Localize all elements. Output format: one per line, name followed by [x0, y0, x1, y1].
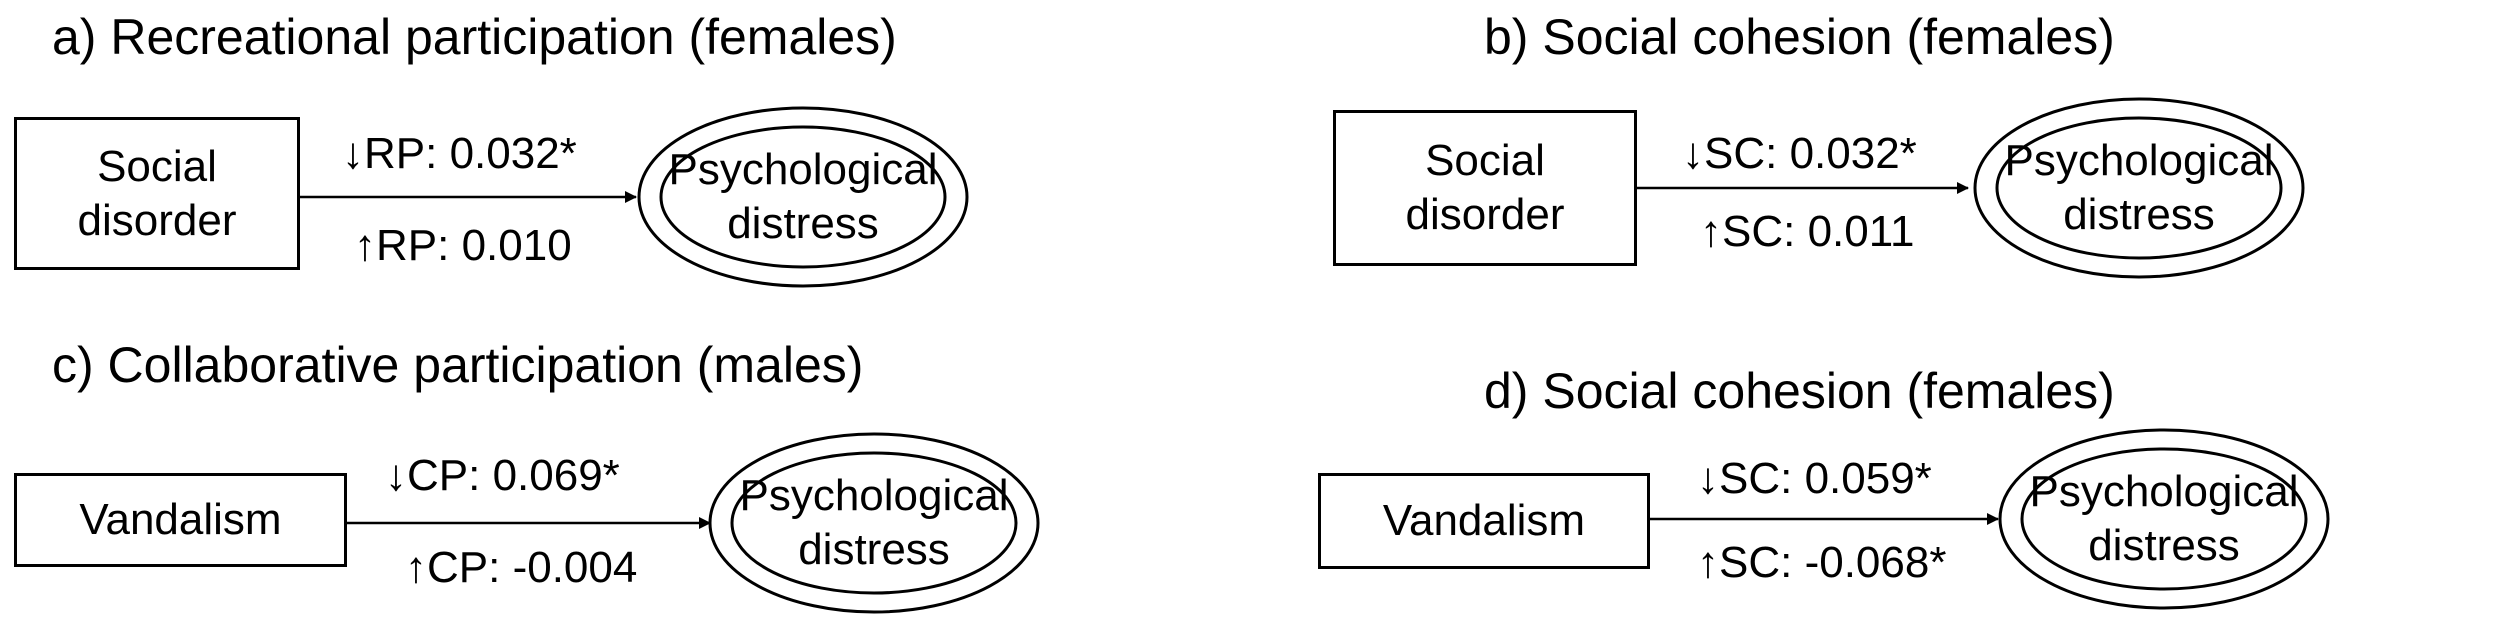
panel-c-outcome-inner-ellipse	[730, 451, 1018, 595]
panel-a-predictor-box: Social disorder	[14, 117, 300, 270]
panel-d-predictor-label: Vandalism	[1382, 496, 1586, 546]
panel-d-title: d) Social cohesion (females)	[1484, 363, 2115, 419]
panel-b-outcome-label: Psychological distress	[2004, 136, 2274, 239]
panel-a-label-top: ↓RP: 0.032*	[342, 129, 577, 178]
panel-c-predictor-box: Vandalism	[14, 473, 347, 567]
panel-d-outcome-label: Psychological distress	[2029, 467, 2299, 570]
panel-b-label-bottom: ↑SC: 0.011	[1700, 207, 1915, 256]
panel-b-outcome-inner-ellipse	[1995, 116, 2283, 260]
panel-b-label-top: ↓SC: 0.032*	[1682, 129, 1917, 178]
panel-c-predictor-label: Vandalism	[79, 495, 282, 545]
panel-c-outcome-label: Psychological distress	[739, 471, 1009, 574]
panel-a-predictor-label: Social disorder	[77, 141, 237, 245]
panel-d-outcome-inner-ellipse	[2020, 447, 2308, 591]
panel-d-outcome-outer-ellipse	[1998, 428, 2330, 610]
panel-d-label-top: ↓SC: 0.059*	[1697, 454, 1932, 503]
panel-a-label-bottom: ↑RP: 0.010	[354, 221, 572, 270]
panel-c-outcome-outer-ellipse	[708, 432, 1040, 614]
panel-b-outcome-outer-ellipse	[1973, 97, 2305, 279]
panel-b-predictor-box: Social disorder	[1333, 110, 1637, 266]
panel-c-label-top: ↓CP: 0.069*	[385, 451, 620, 500]
panel-b-title: b) Social cohesion (females)	[1484, 9, 2115, 65]
panel-b-predictor-label: Social disorder	[1405, 136, 1565, 239]
panel-a-outcome-outer-ellipse	[637, 106, 969, 288]
panel-a-title: a) Recreational participation (females)	[52, 9, 897, 65]
panel-c-title: c) Collaborative participation (males)	[52, 337, 864, 393]
panel-a-outcome-inner-ellipse	[659, 125, 947, 269]
panel-c-label-bottom: ↑CP: -0.004	[405, 543, 638, 592]
panel-d-label-bottom: ↑SC: -0.068*	[1697, 538, 1947, 587]
panel-a-outcome-label: Psychological distress	[668, 145, 938, 248]
panel-d-predictor-box: Vandalism	[1318, 473, 1650, 569]
